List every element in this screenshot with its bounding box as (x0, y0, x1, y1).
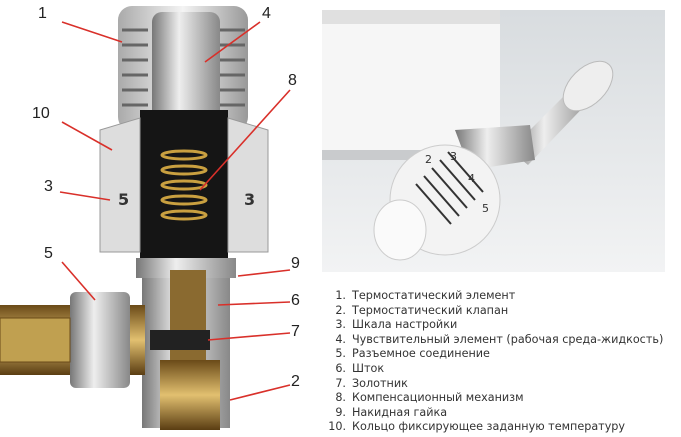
callout-1: 1 (38, 5, 47, 22)
legend-item: 10.Кольцо фиксирующее заданную температу… (328, 420, 626, 434)
radiator-photo: 2 3 4 5 (322, 10, 665, 272)
callout-8: 8 (288, 72, 297, 89)
legend-item: 3.Шкала настройки (335, 318, 458, 332)
legend-item: 5.Разъемное соединение (335, 347, 490, 361)
callout-6: 6 (291, 292, 300, 309)
dial-mark: 3 (450, 150, 457, 163)
dial-mark: 5 (482, 202, 489, 215)
callout-9: 9 (291, 255, 300, 272)
legend-item: 2.Термостатический клапан (335, 303, 509, 317)
legend-item: 8.Компенсационный механизм (335, 391, 524, 405)
legend-item: 1.Термостатический элемент (335, 289, 516, 302)
legend-item: 7.Золотник (335, 376, 408, 390)
callout-5: 5 (44, 245, 53, 262)
dial-number: 3 (244, 190, 255, 209)
dial-number: 5 (118, 190, 129, 209)
callout-2: 2 (291, 373, 300, 390)
callout-arrows (59, 21, 291, 401)
callout-3: 3 (44, 178, 53, 195)
dial-mark: 4 (468, 172, 475, 185)
legend-item: 9.Накидная гайка (335, 405, 448, 419)
callout-4: 4 (262, 5, 271, 22)
valve-cutaway: 5 3 (0, 6, 269, 430)
legend-item: 4.Чувствительный элемент (рабочая среда-… (335, 332, 664, 346)
legend-item: 6.Шток (335, 361, 385, 375)
callout-7: 7 (291, 323, 300, 340)
dial-mark: 2 (425, 153, 432, 166)
callout-10: 10 (32, 105, 50, 122)
legend-list: 1.Термостатический элемент 2.Термостатич… (326, 289, 663, 435)
